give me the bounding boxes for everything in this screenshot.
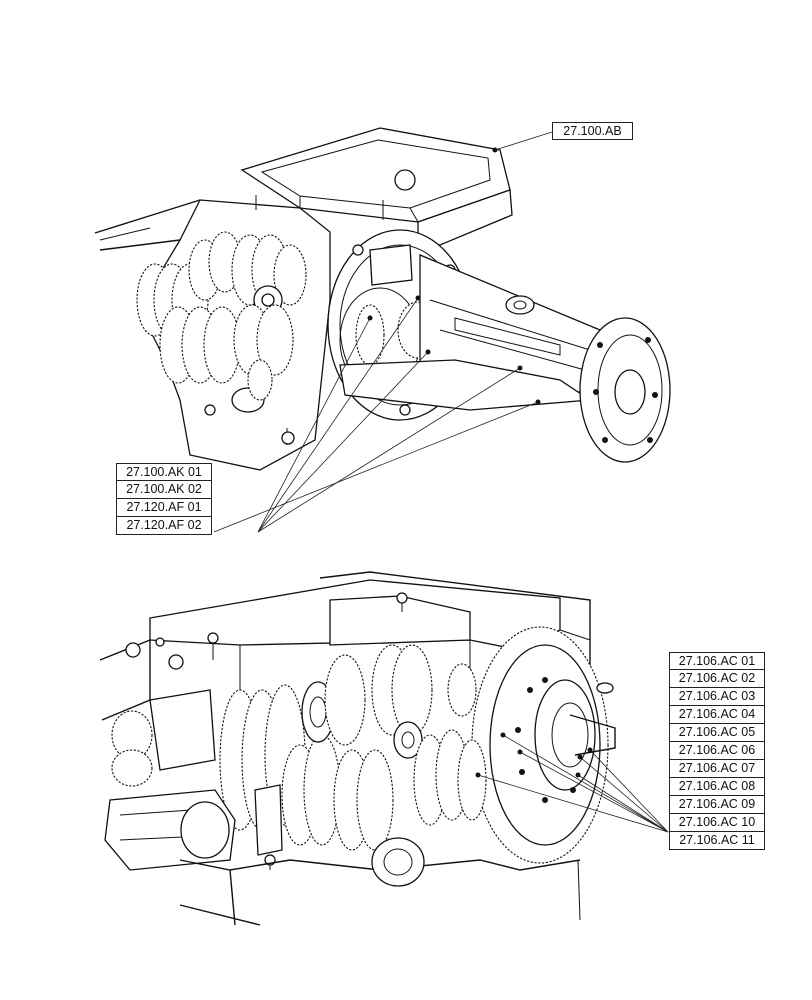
gear-cluster-left — [136, 231, 307, 413]
top-reference-list: 27.100.AK 01 27.100.AK 02 27.120.AF 01 2… — [116, 463, 212, 535]
callout-27-100-ab[interactable]: 27.100.AB — [552, 122, 633, 140]
top-leader-lines — [213, 131, 553, 533]
ref-label[interactable]: 27.106.AC 06 — [669, 742, 765, 760]
left-mechanism — [104, 689, 283, 871]
ref-label[interactable]: 27.106.AC 04 — [669, 706, 765, 724]
ref-label[interactable]: 27.100.AK 02 — [116, 481, 212, 499]
ref-label[interactable]: 27.106.AC 07 — [669, 760, 765, 778]
ref-label[interactable]: 27.106.AC 05 — [669, 724, 765, 742]
ref-label[interactable]: 27.106.AC 09 — [669, 796, 765, 814]
axle-flange — [579, 317, 671, 463]
ref-label[interactable]: 27.106.AC 02 — [669, 670, 765, 688]
ref-label[interactable]: 27.106.AC 11 — [669, 832, 765, 850]
ref-label[interactable]: 27.106.AC 03 — [669, 688, 765, 706]
axle-housing — [339, 254, 611, 411]
top-transmission-assembly — [94, 127, 671, 533]
ref-label[interactable]: 27.120.AF 01 — [116, 499, 212, 517]
bottom-leader-lines — [475, 732, 669, 833]
bottom-gearbox-assembly — [99, 571, 669, 926]
ring-gear — [471, 626, 616, 864]
ref-label[interactable]: 27.106.AC 01 — [669, 652, 765, 670]
ref-label[interactable]: 27.120.AF 02 — [116, 517, 212, 535]
gear-stack — [219, 644, 487, 851]
ref-label[interactable]: 27.100.AK 01 — [116, 463, 212, 481]
ref-label[interactable]: 27.106.AC 08 — [669, 778, 765, 796]
ref-label[interactable]: 27.106.AC 10 — [669, 814, 765, 832]
bottom-reference-list: 27.106.AC 01 27.106.AC 02 27.106.AC 03 2… — [669, 652, 765, 850]
